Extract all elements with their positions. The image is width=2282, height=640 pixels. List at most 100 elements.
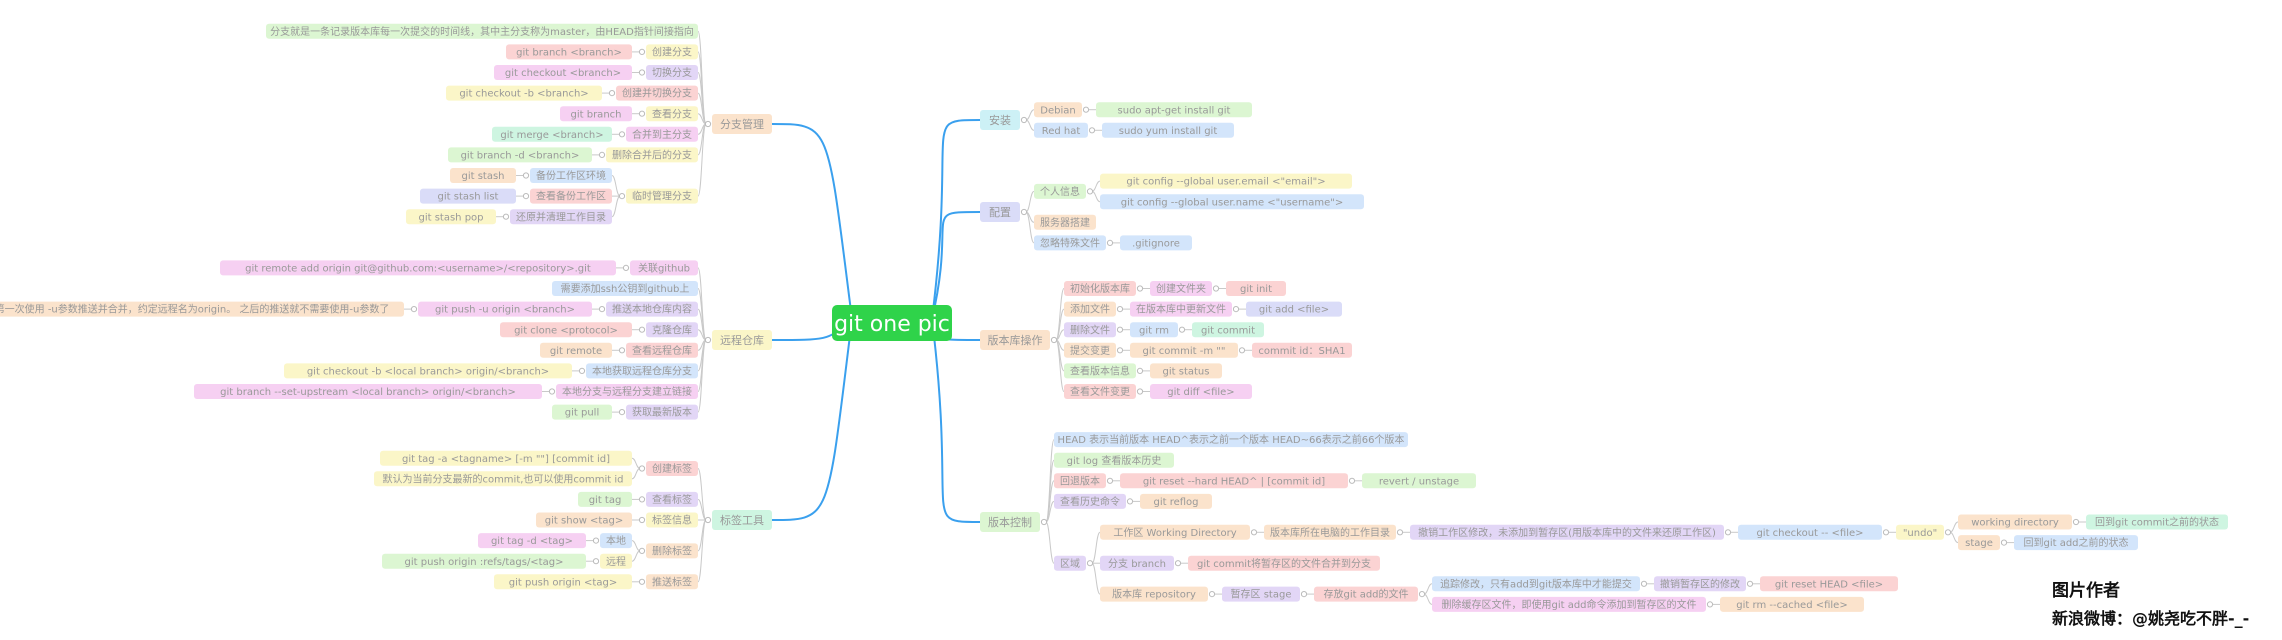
collapse-dot-icon[interactable] (1020, 208, 1028, 216)
collapse-dot-icon[interactable] (1136, 388, 1144, 395)
topic-git-stash-pop[interactable]: git stash pop (406, 209, 496, 225)
topic-topic[interactable]: 创建分支 (646, 44, 698, 60)
collapse-dot-icon[interactable] (548, 388, 556, 395)
topic-topic[interactable]: 创建并切换分支 (616, 85, 698, 101)
topic-git-clone-protocol[interactable]: git clone <protocol> (500, 322, 632, 338)
collapse-dot-icon[interactable] (1418, 591, 1426, 598)
collapse-dot-icon[interactable] (1020, 116, 1028, 124)
collapse-dot-icon[interactable] (638, 496, 646, 503)
topic-topic[interactable]: 在版本库中更新文件 (1130, 301, 1232, 317)
topic-git-checkout-b-local-branch-origin-branch[interactable]: git checkout -b <local branch> origin/<b… (284, 363, 572, 379)
collapse-dot-icon[interactable] (592, 537, 600, 544)
topic-git-checkout-file[interactable]: git checkout -- <file> (1738, 524, 1882, 540)
collapse-dot-icon[interactable] (592, 558, 600, 565)
topic-head-head-head-66-66[interactable]: HEAD 表示当前版本 HEAD^表示之前一个版本 HEAD~66表示之前66个… (1054, 432, 1408, 448)
collapse-dot-icon[interactable] (578, 367, 586, 374)
topic-topic[interactable]: 回退版本 (1054, 473, 1106, 489)
collapse-dot-icon[interactable] (1106, 477, 1114, 484)
topic-git-checkout-branch[interactable]: git checkout <branch> (494, 65, 632, 80)
topic-git-status[interactable]: git status (1150, 363, 1222, 379)
collapse-dot-icon[interactable] (502, 213, 510, 220)
collapse-dot-icon[interactable] (1088, 127, 1096, 134)
topic-git-diff-file[interactable]: git diff <file> (1150, 384, 1252, 399)
collapse-dot-icon[interactable] (1882, 529, 1890, 536)
topic-topic[interactable]: 版本库操作 (980, 330, 1050, 350)
collapse-dot-icon[interactable] (638, 48, 646, 56)
collapse-dot-icon[interactable] (1174, 560, 1182, 567)
topic-topic[interactable]: 克隆仓库 (646, 322, 698, 338)
topic-topic[interactable]: 忽略特殊文件 (1034, 235, 1106, 251)
topic-sudo-yum-install-git[interactable]: sudo yum install git (1102, 122, 1234, 138)
topic-git-remote[interactable]: git remote (540, 342, 612, 358)
collapse-dot-icon[interactable] (1116, 326, 1124, 333)
topic-topic[interactable]: 获取最新版本 (626, 404, 698, 420)
collapse-dot-icon[interactable] (522, 193, 530, 200)
collapse-dot-icon[interactable] (1178, 326, 1186, 333)
topic-topic[interactable]: 本地获取远程仓库分支 (586, 363, 698, 379)
topic-topic[interactable]: 标签工具 (712, 510, 772, 530)
topic-topic[interactable]: 查看备份工作区 (530, 188, 612, 204)
topic-topic[interactable]: 本地 (600, 533, 632, 549)
collapse-dot-icon[interactable] (1106, 239, 1114, 246)
topic-topic[interactable]: 查看分支 (646, 106, 698, 122)
topic-git-add[interactable]: 删除缓存区文件，即使用git add命令添加到暂存区的文件 (1432, 596, 1706, 612)
topic-git-add-file[interactable]: git add <file> (1246, 301, 1342, 317)
topic-topic[interactable]: 撤销暂存区的修改 (1654, 576, 1746, 592)
collapse-dot-icon[interactable] (522, 172, 530, 179)
collapse-dot-icon[interactable] (1232, 306, 1240, 313)
topic-git-config-global-user-name-username[interactable]: git config --global user.name <"username… (1100, 194, 1364, 210)
topic-topic[interactable]: 撤销工作区修改，未添加到暂存区(用版本库中的文件来还原工作区) (1410, 524, 1724, 540)
collapse-dot-icon[interactable] (1238, 347, 1246, 354)
topic-git-push-u-origin-branch[interactable]: git push -u origin <branch> (418, 301, 592, 317)
collapse-dot-icon[interactable] (1126, 498, 1134, 505)
topic-topic[interactable]: 临时管理分支 (626, 188, 698, 204)
topic-topic[interactable]: 版本控制 (980, 512, 1040, 532)
topic-git-add[interactable]: 回到git add之前的状态 (2014, 535, 2138, 551)
collapse-dot-icon[interactable] (1136, 367, 1144, 374)
collapse-dot-icon[interactable] (1116, 306, 1124, 313)
collapse-dot-icon[interactable] (618, 347, 626, 354)
topic-topic[interactable]: 服务器搭建 (1034, 214, 1096, 230)
topic-topic[interactable]: 远程 (600, 553, 632, 569)
topic-topic[interactable]: 删除文件 (1064, 322, 1116, 338)
topic-topic[interactable]: 初始化版本库 (1064, 281, 1136, 296)
topic-topic[interactable]: 查看远程仓库 (626, 342, 698, 358)
topic-topic[interactable]: 创建标签 (646, 461, 698, 476)
topic-stage[interactable]: 暂存区 stage (1222, 586, 1300, 602)
topic-topic[interactable]: 提交变更 (1064, 342, 1116, 358)
topic-git-add[interactable]: 存放git add的文件 (1314, 586, 1418, 602)
topic-stage[interactable]: stage (1958, 535, 2000, 551)
topic-topic[interactable]: 查看标签 (646, 491, 698, 507)
topic-git-reset-head-file[interactable]: git reset HEAD <file> (1760, 576, 1898, 592)
topic-working-directory[interactable]: working directory (1958, 514, 2072, 530)
topic-git-commit[interactable]: git commit将暂存区的文件合并到分支 (1188, 555, 1380, 571)
collapse-dot-icon[interactable] (1212, 285, 1220, 292)
topic-topic[interactable]: 删除标签 (646, 543, 698, 559)
topic-github[interactable]: 关联github (630, 260, 698, 276)
topic-git-stash-list[interactable]: git stash list (420, 188, 516, 204)
topic-git-commit[interactable]: git commit (1192, 322, 1264, 338)
topic-working-directory[interactable]: 工作区 Working Directory (1100, 524, 1250, 540)
collapse-dot-icon[interactable] (608, 90, 616, 97)
collapse-dot-icon[interactable] (638, 578, 646, 585)
topic-topic[interactable]: 删除合并后的分支 (606, 147, 698, 163)
collapse-dot-icon[interactable] (1208, 591, 1216, 598)
collapse-dot-icon[interactable] (638, 326, 646, 333)
topic-git-branch[interactable]: git branch (560, 106, 632, 122)
topic-topic[interactable]: 查看历史命令 (1054, 493, 1126, 509)
topic-topic[interactable]: 查看文件变更 (1064, 384, 1136, 399)
topic-ssh-github[interactable]: 需要添加ssh公钥到github上 (552, 281, 698, 296)
topic-topic[interactable]: 备份工作区环境 (530, 168, 612, 183)
topic-debian[interactable]: Debian (1034, 102, 1082, 118)
topic-git-reflog[interactable]: git reflog (1140, 493, 1212, 509)
collapse-dot-icon[interactable] (704, 516, 712, 524)
collapse-dot-icon[interactable] (1086, 560, 1094, 567)
topic-topic[interactable]: 合并到主分支 (626, 126, 698, 142)
collapse-dot-icon[interactable] (638, 516, 646, 524)
topic-git-tag[interactable]: git tag (578, 491, 632, 507)
collapse-dot-icon[interactable] (638, 110, 646, 117)
topic-git-branch-branch[interactable]: git branch <branch> (506, 44, 632, 60)
collapse-dot-icon[interactable] (1944, 529, 1952, 536)
collapse-dot-icon[interactable] (618, 131, 626, 138)
collapse-dot-icon[interactable] (1250, 529, 1258, 536)
